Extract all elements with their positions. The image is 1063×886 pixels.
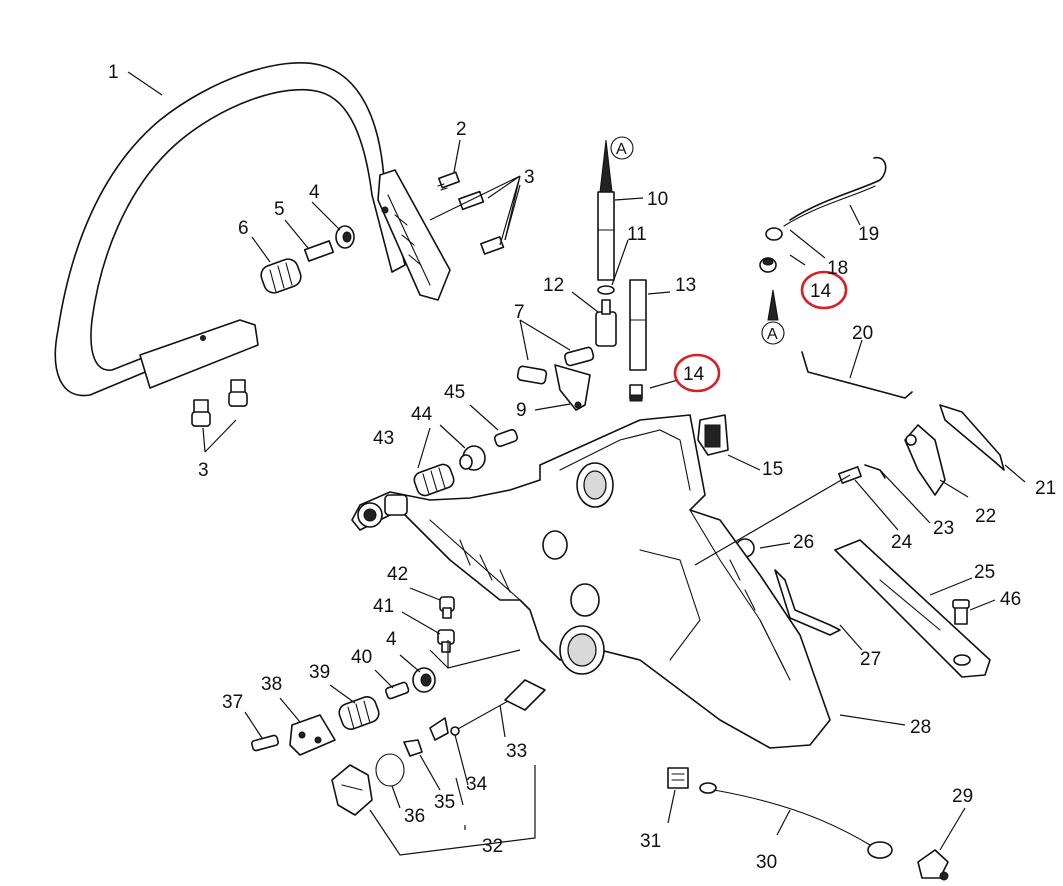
label-part-39: 39 xyxy=(309,662,330,683)
label-part-31: 31 xyxy=(640,831,661,852)
label-part-7: 7 xyxy=(514,302,525,323)
label-part-37: 37 xyxy=(222,692,243,713)
label-part-3: 3 xyxy=(524,167,535,188)
part-left-middle xyxy=(413,428,519,653)
label-part-40: 40 xyxy=(351,647,372,668)
label-part-26: 26 xyxy=(793,532,814,553)
ref-marker-text: A xyxy=(616,141,627,158)
leader-lines xyxy=(127,71,1026,856)
label-part-9: 9 xyxy=(516,400,527,421)
label-part-42: 42 xyxy=(387,564,408,585)
label-part-33: 33 xyxy=(506,741,527,762)
label-part-27: 27 xyxy=(860,649,881,670)
label-part-2: 2 xyxy=(456,119,467,140)
label-part-45: 45 xyxy=(444,382,465,403)
label-part-5: 5 xyxy=(274,199,285,220)
part-lower-left xyxy=(251,667,546,816)
label-part-14: 14 xyxy=(810,281,832,302)
label-part-20: 20 xyxy=(852,323,873,344)
part-shafts xyxy=(595,139,647,402)
label-part-11: 11 xyxy=(627,224,647,245)
highlight-circle-14-right xyxy=(800,270,848,310)
label-part-22: 22 xyxy=(975,506,996,527)
label-part-21: 21 xyxy=(1035,478,1056,499)
highlight-circle-14-center xyxy=(673,353,721,393)
label-part-3: 3 xyxy=(198,460,209,481)
label-part-18: 18 xyxy=(827,258,848,279)
label-part-36: 36 xyxy=(404,806,425,827)
part-bottom xyxy=(667,767,949,881)
label-part-19: 19 xyxy=(858,224,879,245)
part-bolts-lower xyxy=(191,379,248,427)
part-labels: 1 2 3 3 4 4 5 6 7 9 10 11 12 13 14 14 15… xyxy=(108,62,1056,873)
part-bracket xyxy=(516,346,595,411)
label-part-25: 25 xyxy=(974,562,995,583)
ref-marker-right: A xyxy=(761,321,785,345)
label-part-10: 10 xyxy=(647,189,668,210)
ref-marker-top: A xyxy=(610,136,634,160)
label-part-35: 35 xyxy=(434,792,455,813)
label-part-1: 1 xyxy=(108,62,119,83)
part-hose-assembly xyxy=(759,156,913,399)
label-part-28: 28 xyxy=(910,717,931,738)
label-part-44: 44 xyxy=(411,404,433,425)
label-part-23: 23 xyxy=(933,518,954,539)
label-part-12: 12 xyxy=(543,275,564,296)
part-front-handle xyxy=(54,61,451,397)
part-right-levers xyxy=(697,404,1005,678)
label-part-13: 13 xyxy=(675,275,696,296)
label-part-34: 34 xyxy=(466,774,488,795)
label-part-32: 32 xyxy=(482,836,503,857)
label-part-41: 41 xyxy=(373,596,394,617)
part-main-housing xyxy=(351,414,831,749)
label-part-4: 4 xyxy=(386,629,397,650)
label-part-14: 14 xyxy=(683,364,705,385)
label-part-4: 4 xyxy=(309,182,320,203)
label-part-15: 15 xyxy=(762,459,783,480)
ref-marker-text: A xyxy=(767,326,778,343)
label-part-29: 29 xyxy=(952,786,973,807)
label-part-38: 38 xyxy=(261,674,282,695)
label-part-24: 24 xyxy=(891,532,913,553)
label-part-30: 30 xyxy=(756,852,777,873)
label-part-6: 6 xyxy=(238,218,249,239)
label-part-46: 46 xyxy=(1000,589,1021,610)
label-part-43: 43 xyxy=(373,428,394,449)
